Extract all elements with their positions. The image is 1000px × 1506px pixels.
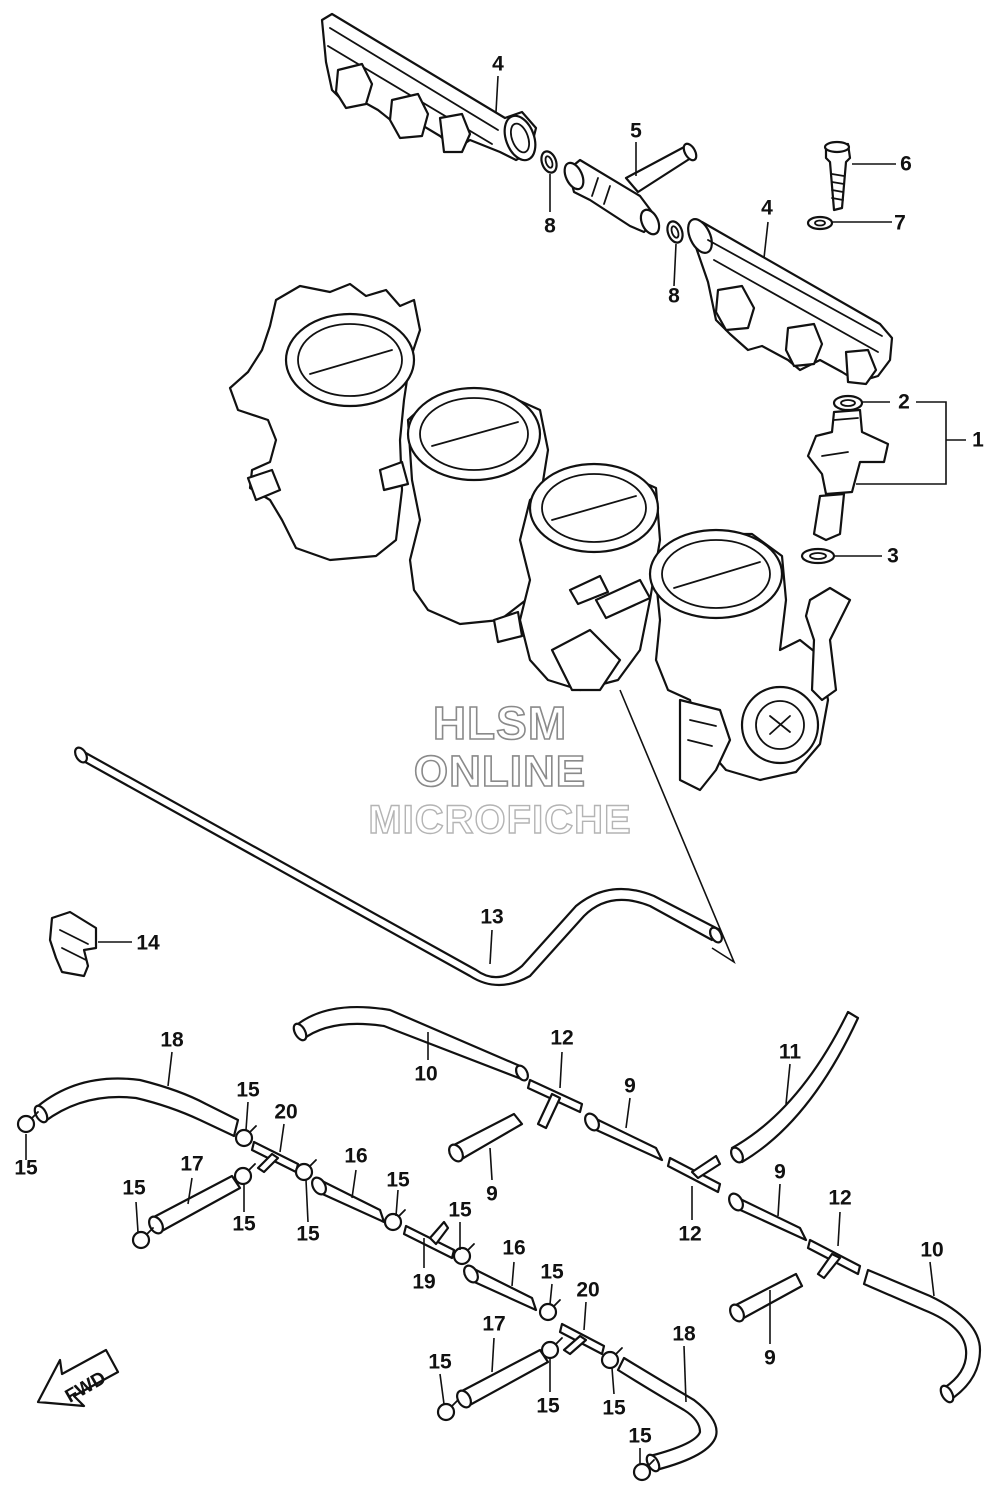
clamp-15-e: [131, 1227, 154, 1250]
clamp-15-g: [452, 1243, 475, 1266]
callout-16-a[interactable]: 16: [344, 1144, 368, 1168]
callout-20-b[interactable]: 20: [576, 1278, 600, 1302]
hose-16-b: [463, 1264, 538, 1312]
watermark-line-1: HLSM: [432, 697, 568, 749]
watermark-line-2: ONLINE: [413, 747, 587, 796]
hose-9-b: [448, 1112, 524, 1163]
fwd-arrow-icon: [36, 1348, 120, 1408]
clamp-15-f: [383, 1209, 406, 1232]
hose-9-a: [584, 1112, 664, 1162]
hose-10-upper: [296, 1005, 526, 1082]
injector-o-ring-upper: [832, 394, 864, 412]
hose-17-b: [456, 1348, 550, 1409]
t-joint-12-c: [806, 1238, 862, 1280]
callout-15-j[interactable]: 15: [602, 1396, 626, 1420]
watermark-line-3: MICROFICHE: [368, 798, 632, 842]
clamp-15-l: [632, 1459, 655, 1482]
hose-clamp-clip: [48, 910, 98, 978]
callout-14[interactable]: 14: [136, 931, 160, 955]
hose-17-a: [148, 1174, 242, 1235]
clamp-15-j: [600, 1347, 623, 1370]
t-joint-20-b: [558, 1322, 606, 1356]
callout-3[interactable]: 3: [887, 544, 899, 568]
callout-18-left[interactable]: 18: [160, 1028, 184, 1052]
callout-15-a[interactable]: 15: [14, 1156, 38, 1180]
callout-4-lower[interactable]: 4: [761, 196, 773, 220]
clamp-15-d: [294, 1159, 317, 1182]
throttle-body-assembly: [228, 282, 852, 792]
callout-9-c[interactable]: 9: [774, 1160, 786, 1184]
t-joint-19: [402, 1220, 456, 1260]
callout-15-g[interactable]: 15: [448, 1198, 472, 1222]
clamp-15-a: [16, 1111, 39, 1134]
callout-15-f[interactable]: 15: [386, 1168, 410, 1192]
callout-15-c[interactable]: 15: [232, 1212, 256, 1236]
callout-16-b[interactable]: 16: [502, 1236, 526, 1260]
fuel-rail-upper: [320, 12, 538, 162]
callout-2[interactable]: 2: [898, 390, 910, 414]
callout-10-right[interactable]: 10: [920, 1238, 944, 1262]
callout-15-k[interactable]: 15: [428, 1350, 452, 1374]
callout-15-e[interactable]: 15: [122, 1176, 146, 1200]
callout-15-b[interactable]: 15: [236, 1078, 260, 1102]
callout-9-d[interactable]: 9: [764, 1346, 776, 1370]
callout-11[interactable]: 11: [778, 1040, 802, 1064]
hose-9-d: [729, 1272, 804, 1323]
callout-6[interactable]: 6: [900, 152, 912, 176]
fuel-joint-pipe: [563, 142, 698, 236]
hose-9-c: [728, 1192, 808, 1242]
callout-10-upper[interactable]: 10: [414, 1062, 438, 1086]
callout-18-right[interactable]: 18: [672, 1322, 696, 1346]
callout-9-b[interactable]: 9: [486, 1182, 498, 1206]
callout-12-b[interactable]: 12: [678, 1222, 702, 1246]
clamp-15-c: [233, 1163, 256, 1186]
fuel-injector: [806, 408, 890, 542]
callout-12-a[interactable]: 12: [550, 1026, 574, 1050]
clamp-15-i: [540, 1337, 563, 1360]
leader-lines: [25, 75, 966, 1464]
hose-18-left: [36, 1077, 240, 1138]
washer: [806, 215, 834, 231]
callout-13[interactable]: 13: [480, 905, 504, 929]
callout-19[interactable]: 19: [412, 1270, 436, 1294]
fuel-rail-lower: [687, 218, 894, 386]
o-ring-lower: [666, 220, 684, 244]
callout-9-a[interactable]: 9: [624, 1074, 636, 1098]
callout-8-upper[interactable]: 8: [544, 214, 556, 238]
hose-16-a: [311, 1176, 386, 1224]
t-joint-12-a: [526, 1078, 584, 1130]
callout-15-l[interactable]: 15: [628, 1424, 652, 1448]
hose-18-right: [616, 1356, 718, 1472]
callout-15-i[interactable]: 15: [536, 1394, 560, 1418]
injector-o-ring-lower: [800, 547, 836, 565]
t-joint-12-b: [666, 1154, 722, 1194]
hose-11: [730, 1010, 860, 1164]
callout-17-a[interactable]: 17: [180, 1152, 204, 1176]
pointer-line: [619, 689, 736, 965]
callout-15-d[interactable]: 15: [296, 1222, 320, 1246]
callout-17-b[interactable]: 17: [482, 1312, 506, 1336]
bolt: [823, 140, 852, 212]
o-ring-upper: [540, 150, 558, 174]
callout-5[interactable]: 5: [630, 119, 642, 143]
callout-7[interactable]: 7: [894, 211, 906, 235]
clamp-15-h: [538, 1299, 561, 1322]
callout-8-lower[interactable]: 8: [668, 284, 680, 308]
clamp-15-k: [436, 1399, 459, 1422]
t-joint-20-a: [250, 1140, 300, 1174]
callout-12-c[interactable]: 12: [828, 1186, 852, 1210]
callout-20-a[interactable]: 20: [274, 1100, 298, 1124]
callout-1[interactable]: 1: [972, 428, 984, 452]
callout-4-upper[interactable]: 4: [492, 52, 504, 76]
callout-15-h[interactable]: 15: [540, 1260, 564, 1284]
clamp-15-b: [234, 1125, 257, 1148]
hose-10-right: [862, 1268, 982, 1402]
